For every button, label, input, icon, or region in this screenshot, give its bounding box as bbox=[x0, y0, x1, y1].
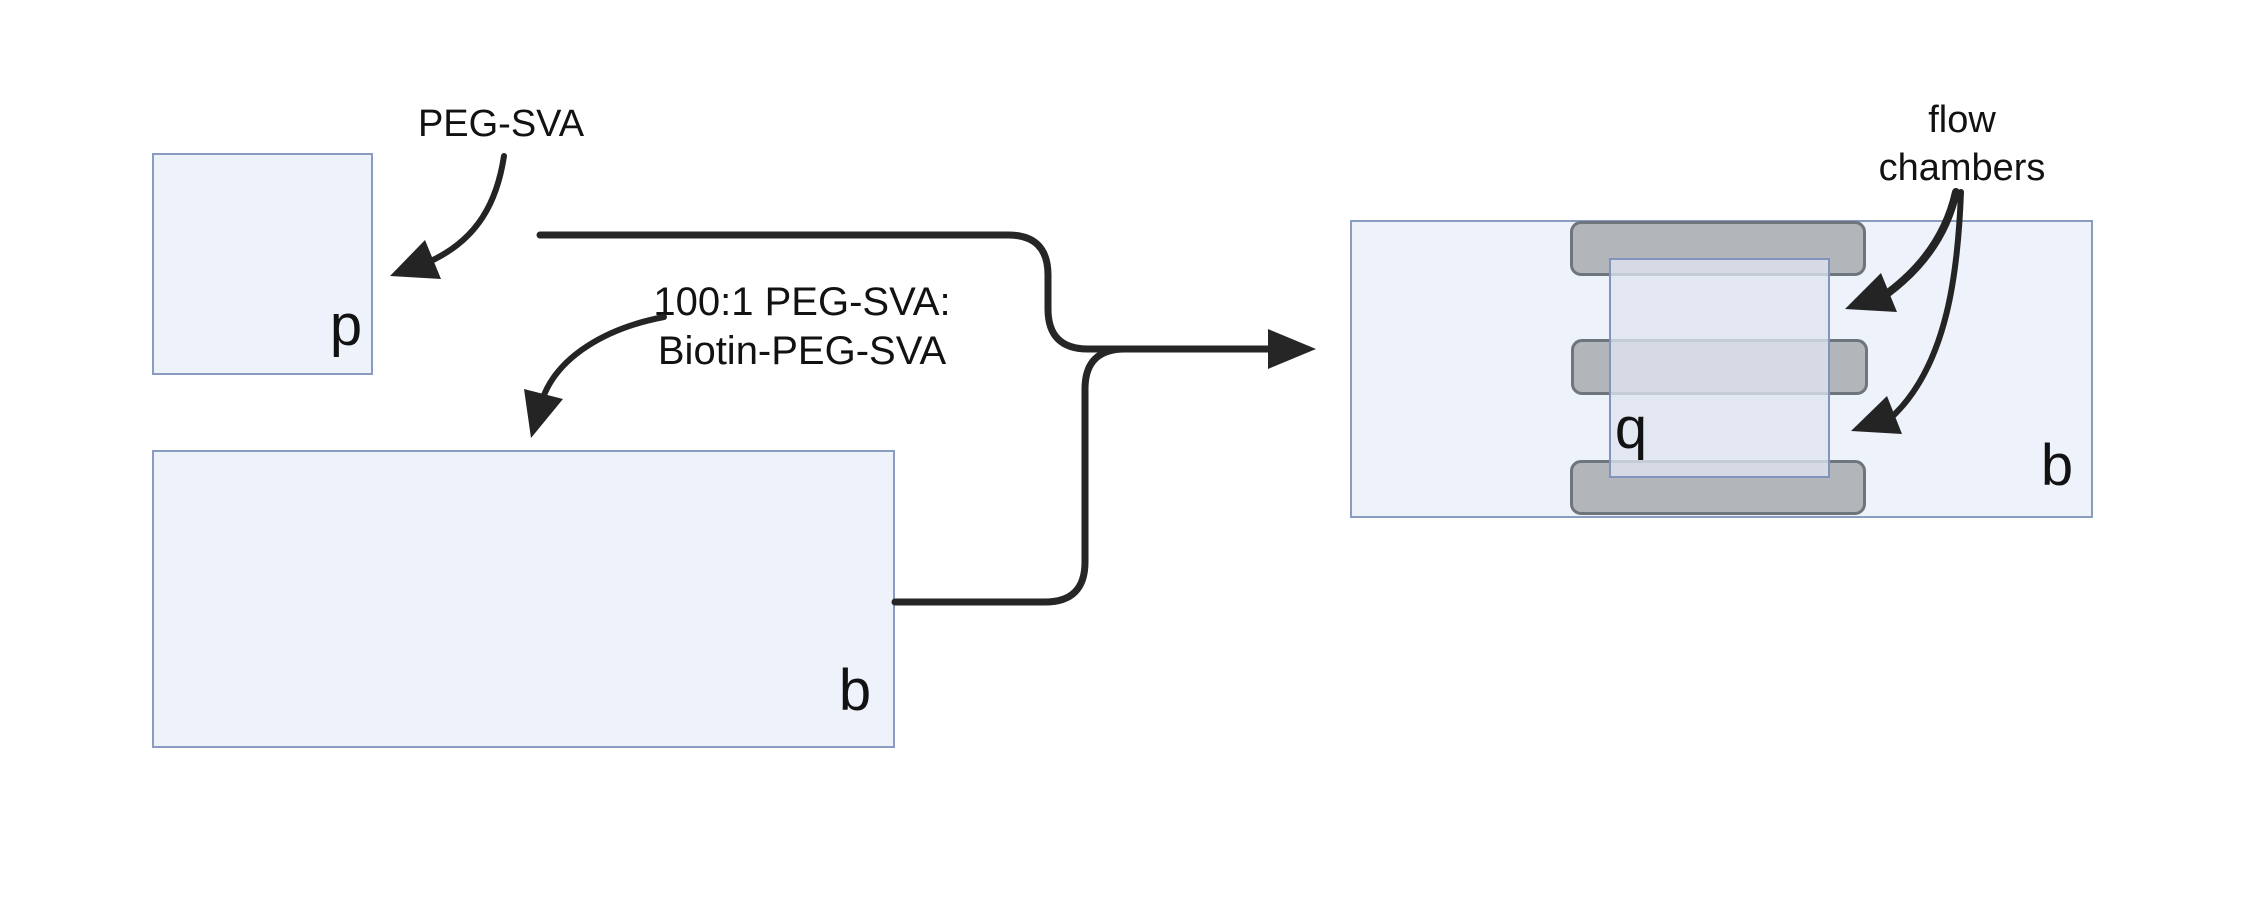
coverslip-p-letter: p bbox=[329, 293, 363, 358]
ratio-label-line1: 100:1 PEG-SVA: bbox=[653, 280, 951, 324]
biotin-slide-b-letter: b bbox=[838, 658, 872, 723]
ratio-arrowhead-icon bbox=[524, 389, 563, 438]
connector-arrowhead-icon bbox=[1268, 329, 1316, 369]
ratio-label-line2: Biotin-PEG-SVA bbox=[657, 329, 947, 373]
flow-chambers-label-line2: chambers bbox=[1878, 147, 2046, 189]
flow-chambers-label-line1: flow bbox=[1928, 99, 1996, 141]
ratio-label: 100:1 PEG-SVA: Biotin-PEG-SVA bbox=[653, 278, 950, 376]
ratio-arrow bbox=[541, 314, 667, 398]
biotin-slide-b bbox=[152, 450, 895, 748]
peg-sva-label: PEG-SVA bbox=[417, 103, 585, 145]
assembly-coverslip-q bbox=[1609, 258, 1830, 478]
connector-from-slide bbox=[891, 345, 1154, 606]
flow-chambers-label: flow chambers bbox=[1879, 96, 2046, 192]
coverslip-square-p bbox=[152, 153, 373, 375]
peg-sva-arrow bbox=[430, 153, 507, 263]
assembly-q-letter: q bbox=[1614, 396, 1648, 461]
peg-sva-arrowhead-icon bbox=[390, 240, 441, 279]
assembly-b-letter: b bbox=[2040, 433, 2074, 498]
